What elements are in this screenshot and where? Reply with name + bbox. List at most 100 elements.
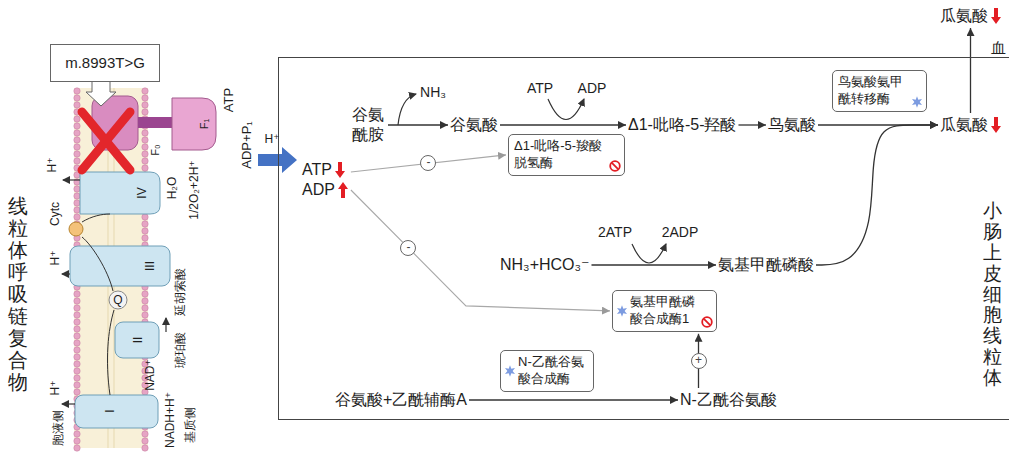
- proton-arrow: [62, 403, 75, 404]
- node-text: NH₃+HCO₃⁻: [500, 256, 589, 273]
- compartment-label: 血: [991, 40, 1006, 55]
- electron-path: [82, 237, 113, 291]
- proton-label: H⁺: [49, 381, 61, 396]
- lipid-head: [142, 214, 148, 220]
- proton-arrow: [63, 179, 80, 180]
- lipid-head: [142, 130, 148, 136]
- star-shape: [912, 96, 922, 108]
- star-shape: [617, 305, 627, 317]
- inhibition-connector: [351, 190, 610, 311]
- metabolite-label: 鸟氨酸: [768, 115, 816, 135]
- lipid-head: [74, 214, 80, 220]
- pathway-arrow: [591, 264, 716, 265]
- decrease-arrow: [991, 8, 1001, 24]
- lipid-head: [74, 144, 80, 150]
- lipid-head: [74, 207, 80, 213]
- complex-ii: [115, 322, 159, 358]
- lipid-head: [142, 305, 148, 311]
- mutation-cross: [82, 112, 130, 170]
- lipid-head: [142, 291, 148, 297]
- node-text: N-乙酰谷氨酸合成酶: [518, 354, 584, 386]
- molecule-label: 延胡索酸: [174, 268, 186, 316]
- lipid-head: [142, 298, 148, 304]
- lipid-head: [74, 361, 80, 367]
- node-text: 鸟氨酸氨甲酰转移酶: [838, 74, 903, 106]
- lipid-head: [142, 431, 148, 437]
- regulation-sign: -: [420, 155, 436, 171]
- lipid-head: [74, 354, 80, 360]
- lipid-head: [142, 95, 148, 101]
- lipid-head: [74, 445, 80, 451]
- pathway-arrow: [500, 124, 626, 125]
- cofactor-label: 2ADP: [662, 225, 699, 239]
- node-text: 鸟氨酸: [768, 116, 816, 133]
- metabolite-label: 瓜氨酸: [940, 6, 1001, 26]
- molecule-label: H₂O: [166, 177, 178, 200]
- proton-label: H⁺: [265, 133, 280, 145]
- lipid-head: [74, 431, 80, 437]
- ubiquinone: [109, 291, 127, 309]
- node-text: 瓜氨酸: [940, 6, 988, 26]
- ban-ring: [610, 161, 620, 171]
- lipid-head: [74, 193, 80, 199]
- cytochrome-c: [69, 222, 83, 236]
- molecule-label: NAD⁺: [144, 359, 156, 391]
- lipid-head: [142, 102, 148, 108]
- complex-i: [75, 395, 158, 428]
- lipid-head: [74, 130, 80, 136]
- pathway-arrow: [970, 28, 971, 113]
- carrier-label: Q: [113, 294, 122, 306]
- region-title: 小肠上皮细胞线粒体: [983, 201, 1002, 389]
- lipid-head: [142, 228, 148, 234]
- lipid-head: [74, 389, 80, 395]
- lipid-head: [74, 375, 80, 381]
- lipid-head: [142, 165, 148, 171]
- lipid-head: [74, 347, 80, 353]
- metabolite-label: 瓜氨酸: [940, 115, 1001, 135]
- mutation-callout: m.8993T>G: [50, 44, 160, 82]
- enzyme-box: 鸟氨酸氨甲酰转移酶: [832, 70, 927, 112]
- lipid-head: [74, 151, 80, 157]
- lipid-head: [142, 158, 148, 164]
- decrease-arrow: [335, 162, 345, 178]
- lipid-head: [142, 137, 148, 143]
- energy-status: ATPADP: [302, 160, 348, 200]
- electron-path: [82, 214, 110, 222]
- lipid-head: [74, 382, 80, 388]
- complex-label: II: [132, 337, 144, 344]
- lipid-head: [74, 305, 80, 311]
- metabolite-label: N-乙酰谷氨酸: [680, 390, 777, 410]
- lipid-head: [142, 144, 148, 150]
- metabolite-label: 谷氨酰胺: [352, 105, 386, 145]
- pathway-arrow: [388, 124, 448, 125]
- lipid-head: [74, 298, 80, 304]
- complex-label: I: [104, 409, 116, 412]
- node-text: 氨基甲酰磷酸合成酶1: [630, 294, 695, 326]
- regulation-sign: -: [400, 240, 416, 256]
- lipid-head: [74, 368, 80, 374]
- arrow-shape: [991, 8, 1001, 24]
- star-shape: [505, 365, 515, 377]
- node-text: ATP: [302, 160, 332, 180]
- lipid-head: [74, 116, 80, 122]
- f1-subunit: [172, 98, 216, 150]
- lipid-head: [74, 137, 80, 143]
- subunit-label: F₁: [199, 119, 210, 129]
- subunit-label: F₀: [150, 144, 161, 155]
- lipid-head: [142, 109, 148, 115]
- arrow-shape: [338, 182, 348, 198]
- ban-slash: [612, 162, 619, 169]
- lipid-head: [74, 158, 80, 164]
- node-text: ADP: [302, 180, 335, 200]
- lipid-head: [142, 151, 148, 157]
- figure-side-title: 线粒体呼吸链复合物: [8, 195, 28, 393]
- molecule-label: NADH+H⁺: [164, 392, 176, 448]
- lipid-head: [142, 445, 148, 451]
- lipid-head: [142, 312, 148, 318]
- lipid-head: [74, 333, 80, 339]
- ban-ring: [702, 317, 712, 327]
- atp-synthase-stalk: [138, 117, 174, 128]
- side-label: 胞液侧: [52, 410, 64, 446]
- increase-arrow: [338, 182, 348, 198]
- reaction-arrow: [165, 318, 166, 332]
